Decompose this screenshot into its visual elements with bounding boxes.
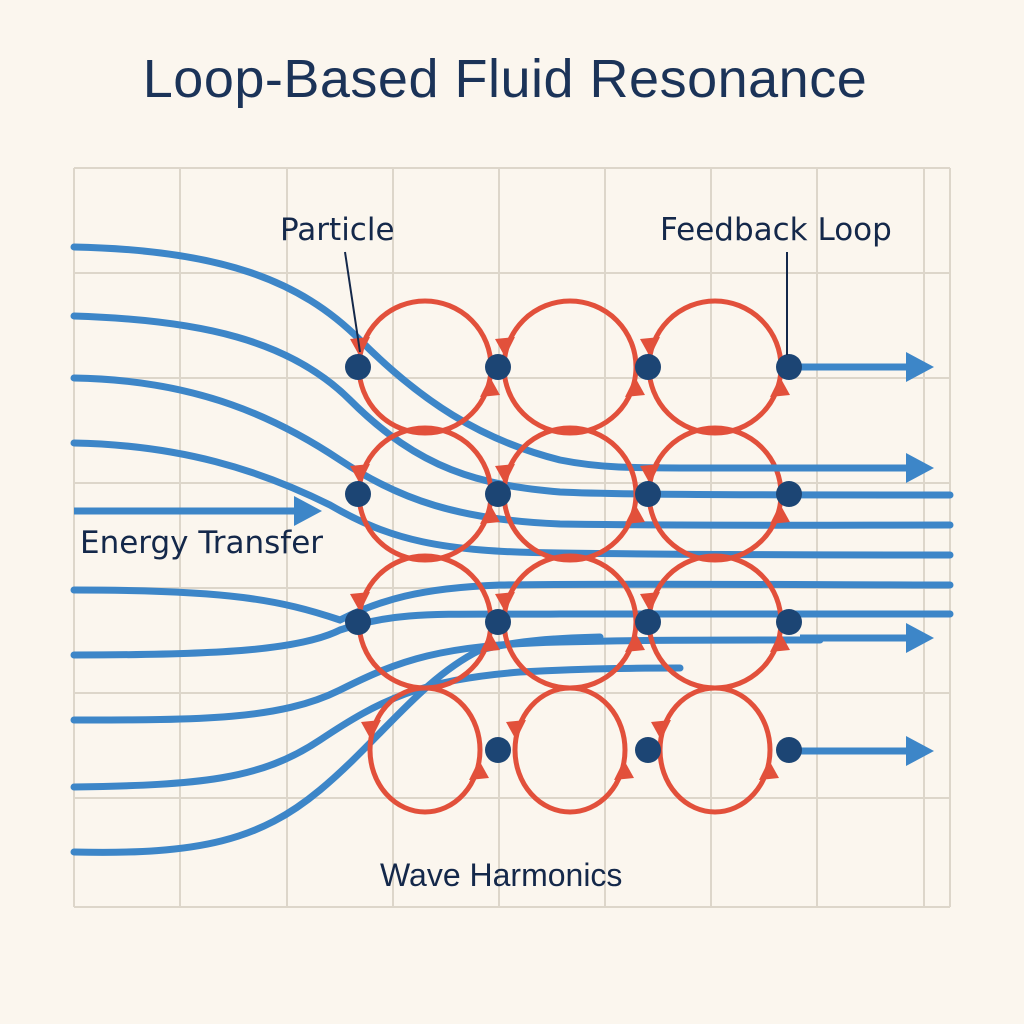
flow-line [70, 580, 954, 624]
loop-arrowhead-icon [625, 504, 645, 524]
loop-arrowhead-icon [759, 760, 779, 780]
flow-line [70, 636, 824, 724]
output-arrow-head [906, 736, 934, 766]
loop-arrowhead-icon [770, 632, 790, 652]
particle-node [635, 481, 661, 507]
particles [345, 354, 802, 763]
flow-line [70, 312, 954, 499]
annotations: Particle Feedback Loop Energy Transfer W… [80, 212, 892, 893]
particle-node [345, 609, 371, 635]
loop-arrowhead-icon [495, 337, 515, 357]
loop-arrowhead-icon [640, 464, 660, 484]
particle-label: Particle [280, 212, 395, 248]
loop-arrowhead-icon [350, 464, 370, 484]
flow-line [70, 374, 954, 529]
loop-arrowhead-icon [625, 632, 645, 652]
feedback-loop-circle [657, 685, 773, 815]
loop-arrowhead-icon [770, 377, 790, 397]
diagram-title: Loop-Based Fluid Resonance [142, 49, 868, 109]
energy-transfer-arrow-head [294, 496, 322, 526]
feedback-loop-circle [646, 553, 784, 691]
flow-line [70, 664, 684, 791]
output-arrow-head [906, 453, 934, 483]
loop-arrowhead-icon [640, 337, 660, 357]
output-arrow-head [906, 623, 934, 653]
loop-arrowhead-icon [480, 377, 500, 397]
flow-line [70, 633, 604, 856]
loop-arrowhead-icon [350, 592, 370, 612]
output-arrow-head [906, 352, 934, 382]
particle-leader-line [344, 251, 361, 353]
loop-arrowhead-icon [506, 720, 526, 740]
wave-harmonics-label: Wave Harmonics [380, 857, 622, 893]
loop-arrowhead-icon [480, 504, 500, 524]
particle-node [485, 481, 511, 507]
particle-node [345, 481, 371, 507]
loop-arrowhead-icon [469, 760, 489, 780]
flow-lines [70, 243, 954, 856]
feedback-loop-circle [367, 685, 483, 815]
feedback-loop-label: Feedback Loop [660, 212, 892, 248]
loop-arrowhead-icon [495, 592, 515, 612]
particle-node [635, 737, 661, 763]
particle-node [776, 354, 802, 380]
loop-arrowhead-icon [614, 760, 634, 780]
particle-node [485, 609, 511, 635]
particle-node [776, 481, 802, 507]
feedback-loop-circle [512, 685, 628, 815]
particle-node [635, 354, 661, 380]
particle-node [345, 354, 371, 380]
loop-arrowhead-icon [651, 720, 671, 740]
particle-node [635, 609, 661, 635]
loop-arrowhead-icon [480, 632, 500, 652]
particle-node [485, 737, 511, 763]
flow-arrows [74, 352, 934, 766]
loop-arrowhead-icon [625, 377, 645, 397]
energy-transfer-label: Energy Transfer [80, 525, 323, 561]
flow-line [70, 243, 704, 472]
particle-node [776, 609, 802, 635]
loop-arrowhead-icon [770, 504, 790, 524]
loop-arrowhead-icon [495, 464, 515, 484]
feedback-loop-circle [501, 298, 639, 436]
loop-arrowhead-icon [640, 592, 660, 612]
feedback-loop-circle [356, 298, 494, 436]
particle-node [485, 354, 511, 380]
particle-node [776, 737, 802, 763]
feedback-loop-circle [646, 298, 784, 436]
loop-arrowhead-icon [361, 720, 381, 740]
flow-line [70, 439, 954, 559]
